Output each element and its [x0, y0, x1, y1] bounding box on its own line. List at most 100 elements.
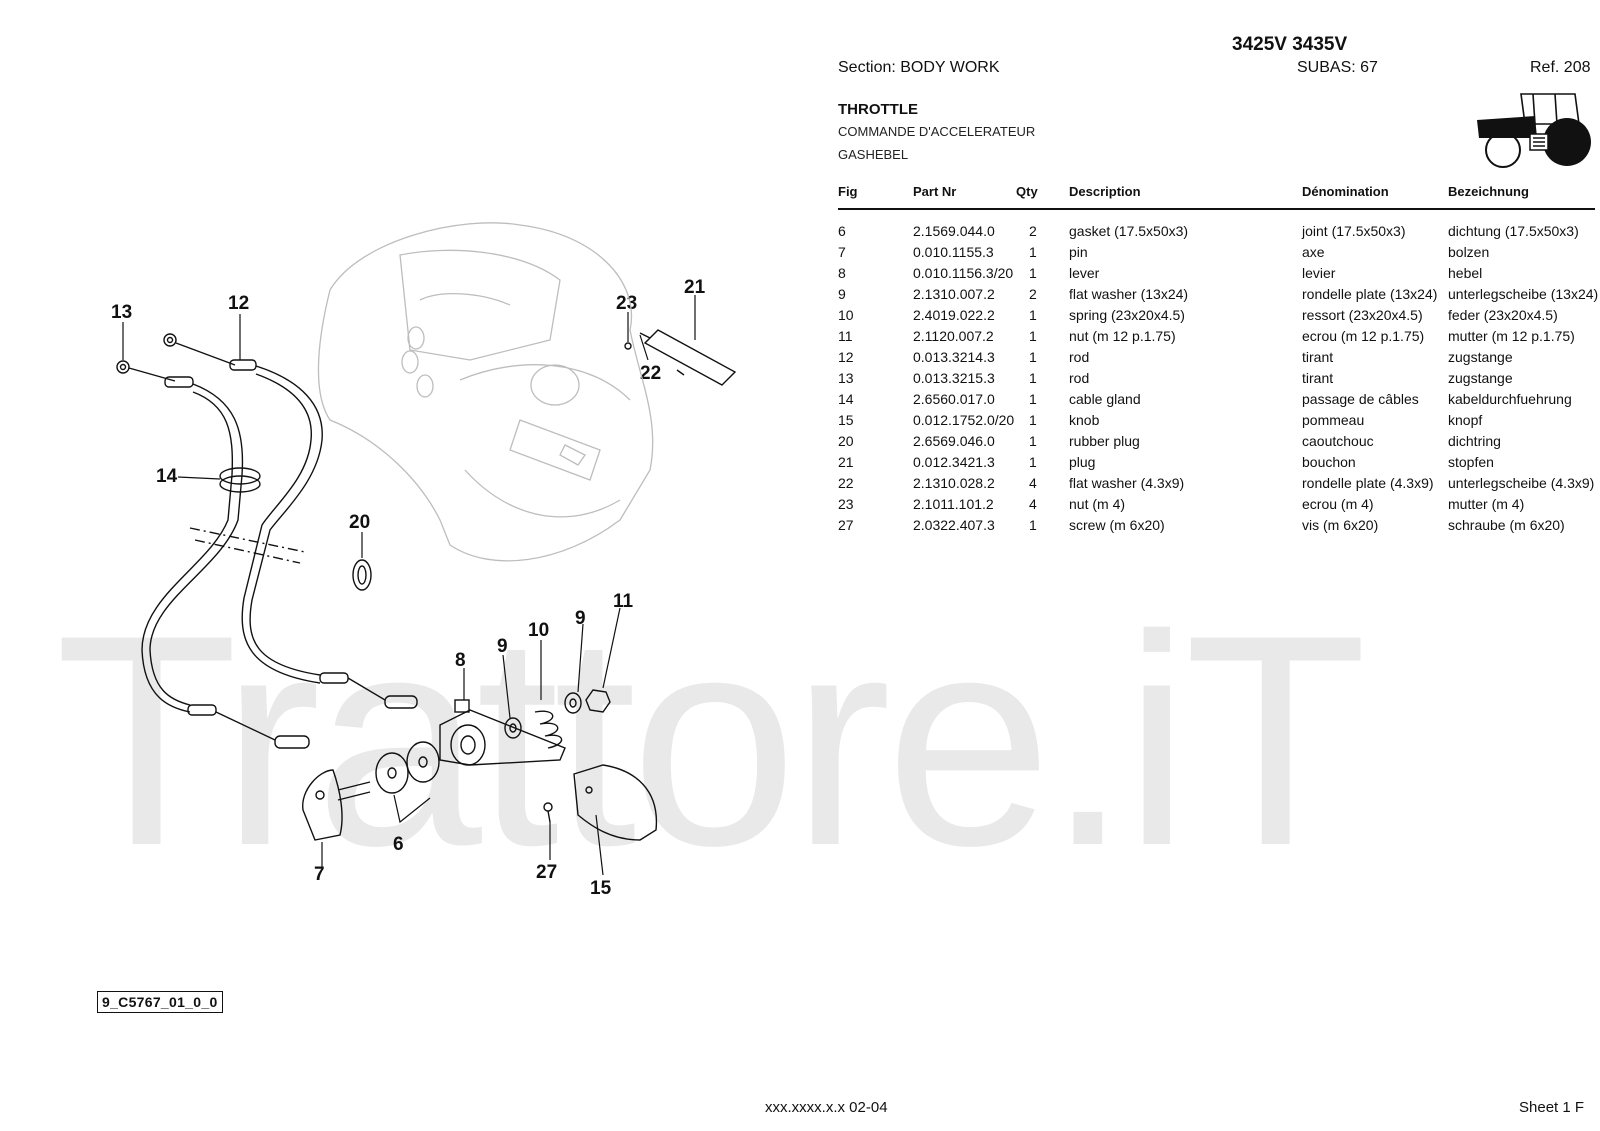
cell-denomination: vis (m 6x20)	[1302, 517, 1379, 533]
cell-denomination: bouchon	[1302, 454, 1356, 470]
cell-qty: 1	[1029, 265, 1037, 281]
cell-description: rubber plug	[1069, 433, 1140, 449]
cell-bezeichnung: schraube (m 6x20)	[1448, 517, 1565, 533]
cell-bezeichnung: dichtung (17.5x50x3)	[1448, 223, 1579, 239]
cell-part-nr: 2.1569.044.0	[913, 223, 995, 239]
section-label: Section: BODY WORK	[838, 59, 1000, 76]
cell-fig: 6	[838, 223, 846, 239]
cell-bezeichnung: hebel	[1448, 265, 1483, 281]
cell-bezeichnung: knopf	[1448, 412, 1483, 428]
table-row: 20 2.6569.046.0 1 rubber plug caoutchouc…	[0, 433, 1600, 454]
cell-fig: 8	[838, 265, 846, 281]
cell-bezeichnung: feder (23x20x4.5)	[1448, 307, 1558, 323]
cell-qty: 2	[1029, 223, 1037, 239]
column-header-qty: Qty	[1016, 184, 1038, 199]
subas-label: SUBAS: 67	[1297, 59, 1378, 76]
cell-fig: 21	[838, 454, 854, 470]
cell-fig: 10	[838, 307, 854, 323]
dashboard-outline	[317, 222, 654, 562]
cell-bezeichnung: unterlegscheibe (13x24)	[1448, 286, 1599, 302]
table-row: 12 0.013.3214.3 1 rod tirant zugstange	[0, 349, 1600, 370]
callout-14: 14	[156, 466, 178, 487]
cell-part-nr: 2.1310.028.2	[913, 475, 995, 491]
table-row: 6 2.1569.044.0 2 gasket (17.5x50x3) join…	[0, 223, 1600, 244]
table-row: 27 2.0322.407.3 1 screw (m 6x20) vis (m …	[0, 517, 1600, 538]
table-row: 15 0.012.1752.0/20 1 knob pommeau knopf	[0, 412, 1600, 433]
callout-22: 22	[640, 363, 662, 384]
cell-qty: 1	[1029, 370, 1037, 386]
cell-denomination: passage de câbles	[1302, 391, 1419, 407]
group-title-de: GASHEBEL	[838, 147, 909, 162]
cell-qty: 1	[1029, 433, 1037, 449]
cell-denomination: caoutchouc	[1302, 433, 1374, 449]
cell-denomination: joint (17.5x50x3)	[1302, 223, 1406, 239]
cell-part-nr: 2.1011.101.2	[913, 496, 994, 512]
callout-10: 10	[528, 620, 550, 641]
drawing-code-label: 9_C5767_01_0_0	[97, 991, 223, 1013]
cell-bezeichnung: mutter (m 12 p.1.75)	[1448, 328, 1575, 344]
ref-label: Ref. 208	[1530, 59, 1591, 76]
cell-denomination: rondelle plate (13x24)	[1302, 286, 1438, 302]
cell-bezeichnung: mutter (m 4)	[1448, 496, 1525, 512]
cell-qty: 1	[1029, 517, 1037, 533]
cell-fig: 13	[838, 370, 854, 386]
cell-fig: 12	[838, 349, 854, 365]
cell-part-nr: 2.1310.007.2	[913, 286, 995, 302]
cell-description: flat washer (4.3x9)	[1069, 475, 1185, 491]
group-title-fr: COMMANDE D'ACCELERATEUR	[838, 124, 1036, 139]
cell-part-nr: 2.4019.022.2	[913, 307, 995, 323]
footer-code: xxx.xxxx.x.x 02-04	[765, 1099, 888, 1116]
cell-bezeichnung: zugstange	[1448, 349, 1513, 365]
cell-denomination: axe	[1302, 244, 1325, 260]
group-title: THROTTLE	[838, 101, 918, 118]
cell-qty: 1	[1029, 391, 1037, 407]
cell-qty: 1	[1029, 307, 1037, 323]
cell-bezeichnung: dichtring	[1448, 433, 1501, 449]
cell-description: gasket (17.5x50x3)	[1069, 223, 1189, 239]
cell-description: nut (m 12 p.1.75)	[1069, 328, 1176, 344]
cell-bezeichnung: zugstange	[1448, 370, 1513, 386]
cell-denomination: tirant	[1302, 370, 1334, 386]
cell-denomination: levier	[1302, 265, 1336, 281]
cell-fig: 7	[838, 244, 846, 260]
cell-bezeichnung: bolzen	[1448, 244, 1490, 260]
cell-part-nr: 0.012.1752.0/20	[913, 412, 1015, 428]
column-header-part-nr: Part Nr	[913, 184, 957, 199]
callout-11: 11	[613, 591, 634, 612]
cell-qty: 4	[1029, 475, 1037, 491]
cell-denomination: rondelle plate (4.3x9)	[1302, 475, 1434, 491]
table-row: 21 0.012.3421.3 1 plug bouchon stopfen	[0, 454, 1600, 475]
callout-27: 27	[536, 862, 558, 883]
cell-fig: 22	[838, 475, 854, 491]
callout-8: 8	[455, 650, 466, 671]
cell-denomination: ressort (23x20x4.5)	[1302, 307, 1423, 323]
cell-fig: 27	[838, 517, 854, 533]
cell-part-nr: 0.013.3214.3	[913, 349, 995, 365]
cell-part-nr: 0.010.1156.3/20	[913, 265, 1014, 281]
cell-description: spring (23x20x4.5)	[1069, 307, 1185, 323]
cell-qty: 1	[1029, 349, 1037, 365]
table-row: 13 0.013.3215.3 1 rod tirant zugstange	[0, 370, 1600, 391]
column-header-denomination: Dénomination	[1302, 184, 1389, 199]
cell-bezeichnung: kabeldurchfuehrung	[1448, 391, 1572, 407]
cell-description: cable gland	[1069, 391, 1141, 407]
cell-description: flat washer (13x24)	[1069, 286, 1189, 302]
cell-part-nr: 2.1120.007.2	[913, 328, 994, 344]
cell-bezeichnung: unterlegscheibe (4.3x9)	[1448, 475, 1595, 491]
callout-23: 23	[616, 293, 638, 314]
cell-denomination: tirant	[1302, 349, 1334, 365]
cell-description: lever	[1069, 265, 1100, 281]
cell-qty: 2	[1029, 286, 1037, 302]
callout-6: 6	[393, 834, 404, 855]
cell-description: nut (m 4)	[1069, 496, 1126, 512]
table-row: 11 2.1120.007.2 1 nut (m 12 p.1.75) ecro…	[0, 328, 1600, 349]
cell-denomination: ecrou (m 4)	[1302, 496, 1374, 512]
callout-15: 15	[590, 878, 612, 899]
table-row: 10 2.4019.022.2 1 spring (23x20x4.5) res…	[0, 307, 1600, 328]
callout-9-right: 9	[575, 608, 586, 629]
cell-qty: 1	[1029, 244, 1037, 260]
cell-part-nr: 2.6569.046.0	[913, 433, 995, 449]
cell-fig: 23	[838, 496, 854, 512]
cell-denomination: ecrou (m 12 p.1.75)	[1302, 328, 1425, 344]
callout-20: 20	[349, 512, 371, 533]
